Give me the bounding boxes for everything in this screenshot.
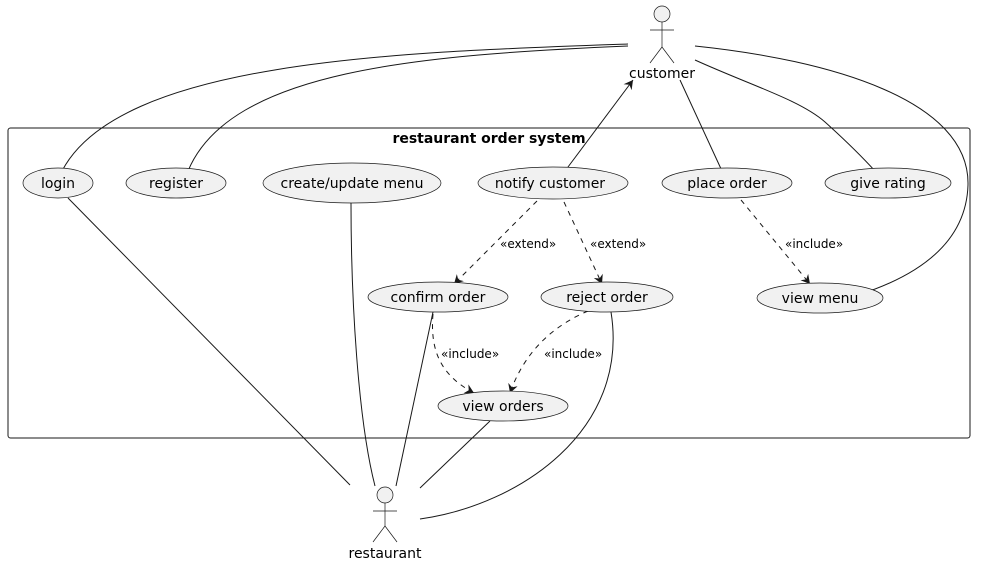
assoc-customer-give-rating: [694, 59, 876, 172]
extend-label-reject: «extend»: [590, 237, 646, 251]
stick-figure-icon: [372, 486, 398, 543]
usecase-register[interactable]: register: [125, 167, 227, 199]
include-label-reject: «include»: [544, 347, 602, 361]
usecase-view-orders-label: view orders: [462, 399, 543, 415]
usecase-login-label: login: [41, 176, 75, 192]
usecase-view-menu[interactable]: view menu: [756, 282, 884, 314]
system-title: restaurant order system: [392, 131, 585, 147]
usecase-confirm-order[interactable]: confirm order: [367, 281, 509, 313]
usecase-confirm-order-label: confirm order: [391, 290, 486, 306]
include-confirm-view-orders: [432, 313, 475, 394]
actor-customer[interactable]: customer: [629, 5, 695, 82]
usecase-notify-customer[interactable]: notify customer: [477, 166, 629, 200]
usecase-give-rating[interactable]: give rating: [824, 167, 952, 199]
actor-restaurant[interactable]: restaurant: [349, 486, 423, 562]
usecase-create-update-menu[interactable]: create/update menu: [262, 162, 442, 204]
usecase-give-rating-label: give rating: [850, 176, 926, 192]
extend-label-confirm: «extend»: [500, 237, 556, 251]
usecase-place-order[interactable]: place order: [661, 167, 793, 199]
assoc-restaurant-login: [67, 197, 351, 486]
assoc-restaurant-view-orders: [419, 420, 491, 489]
usecase-reject-order-label: reject order: [566, 290, 648, 306]
usecase-login[interactable]: login: [22, 167, 94, 199]
assoc-customer-place-order: [679, 79, 723, 172]
usecase-reject-order[interactable]: reject order: [540, 281, 674, 313]
include-view-menu: [740, 199, 811, 285]
actor-customer-label: customer: [629, 66, 695, 82]
include-label-view-menu: «include»: [785, 237, 843, 251]
usecase-notify-customer-label: notify customer: [495, 176, 605, 192]
assoc-restaurant-create-menu: [350, 202, 376, 487]
assoc-customer-register: [187, 45, 629, 172]
usecase-view-menu-label: view menu: [782, 291, 859, 307]
include-reject-view-orders: [508, 310, 589, 394]
system-boundary: [7, 127, 971, 439]
usecase-place-order-label: place order: [687, 176, 767, 192]
assoc-restaurant-confirm-order: [395, 311, 434, 487]
actor-restaurant-label: restaurant: [349, 546, 423, 562]
assoc-notify-customer: [564, 79, 634, 172]
usecase-create-update-menu-label: create/update menu: [281, 176, 424, 192]
assoc-customer-login: [61, 43, 629, 172]
assoc-restaurant-reject-order: [419, 311, 614, 520]
usecase-register-label: register: [149, 176, 203, 192]
assoc-customer-view-menu: [694, 45, 969, 296]
usecase-view-orders[interactable]: view orders: [437, 390, 569, 422]
stick-figure-icon: [649, 5, 675, 64]
include-label-confirm: «include»: [441, 347, 499, 361]
